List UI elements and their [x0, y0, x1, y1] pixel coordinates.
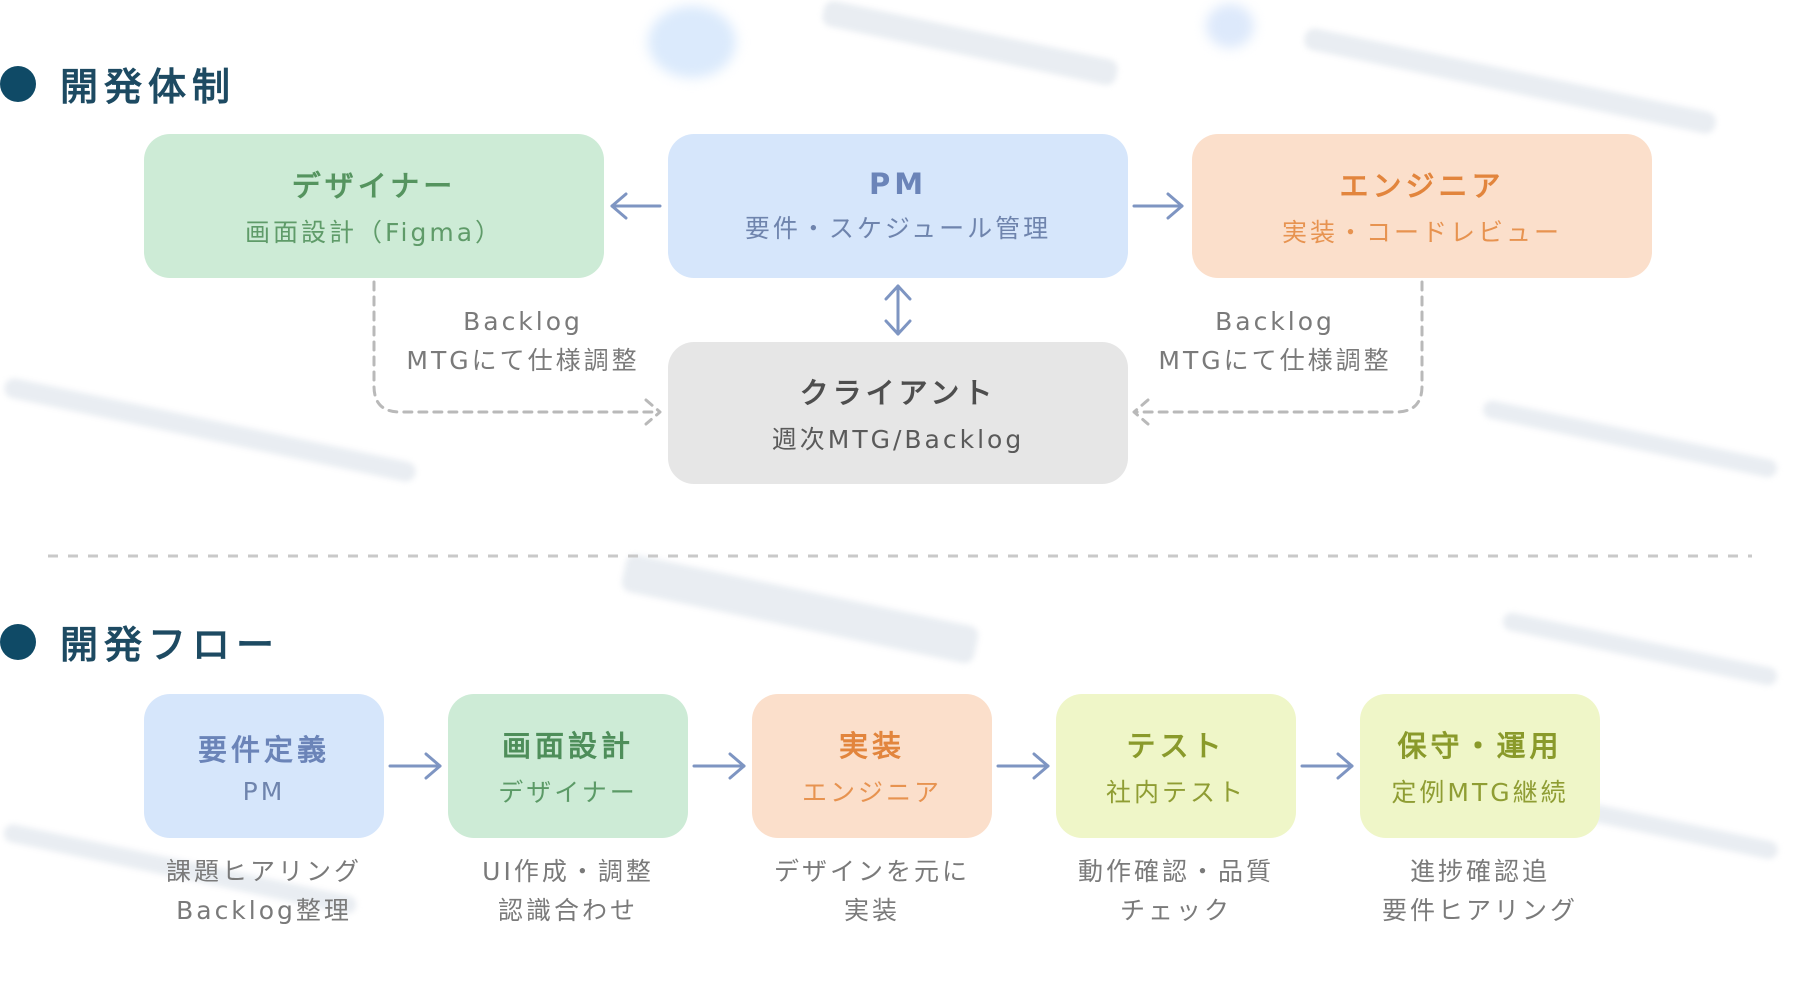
note-line: チェック [1119, 896, 1232, 925]
role-title: クライアント [799, 376, 997, 410]
flow-step-implementation: 実装 エンジニア [752, 694, 992, 838]
note-line: Backlog整理 [176, 896, 352, 925]
flow-arrows [388, 752, 1354, 780]
role-box-client: クライアント 週次MTG/Backlog [668, 342, 1128, 484]
step-title: テスト [1126, 729, 1226, 763]
note-line: 進捗確認追 [1409, 857, 1550, 886]
flow-step-note: 進捗確認追 要件ヒアリング [1340, 852, 1620, 930]
flow-step-requirements: 要件定義 PM [144, 694, 384, 838]
role-box-engineer: エンジニア 実装・コードレビュー [1192, 134, 1652, 278]
dashed-path-engineer-to-client [1132, 280, 1424, 426]
note-line: 動作確認・品質 [1077, 857, 1274, 886]
note-line: UI作成・調整 [482, 857, 654, 886]
flow-step-note: デザインを元に 実装 [732, 852, 1012, 930]
flow-step-testing: テスト 社内テスト [1056, 694, 1296, 838]
role-title: デザイナー [291, 169, 457, 203]
note-line: MTGにて仕様調整 [406, 346, 640, 375]
step-title: 保守・運用 [1397, 729, 1563, 763]
role-description: 実装・コードレビュー [1281, 218, 1562, 247]
flow-step-note: UI作成・調整 認識合わせ [428, 852, 708, 930]
role-box-designer: デザイナー 画面設計（Figma） [144, 134, 604, 278]
connector-note-left: Backlog MTGにて仕様調整 [378, 302, 668, 380]
note-line: 認識合わせ [497, 896, 638, 925]
flow-step-note: 動作確認・品質 チェック [1036, 852, 1316, 930]
role-description: 要件・スケジュール管理 [744, 214, 1052, 243]
step-owner: 社内テスト [1105, 778, 1246, 807]
bullet-dot-icon [0, 623, 36, 660]
note-line: 課題ヒアリング [165, 857, 362, 886]
step-title: 実装 [838, 729, 905, 763]
section-heading-structure: 開発体制 [0, 56, 236, 111]
note-line: 実装 [843, 896, 900, 925]
note-line: Backlog [1215, 307, 1335, 336]
role-title: エンジニア [1339, 169, 1505, 203]
note-line: 要件ヒアリング [1381, 896, 1578, 925]
arrow-pm-to-designer [610, 192, 662, 220]
flow-step-note: 課題ヒアリング Backlog整理 [124, 852, 404, 930]
section-heading-flow: 開発フロー [0, 614, 280, 669]
step-owner: 定例MTG継続 [1391, 778, 1569, 807]
flow-step-screen-design: 画面設計 デザイナー [448, 694, 688, 838]
step-title: 画面設計 [501, 729, 634, 763]
step-owner: PM [242, 776, 286, 806]
arrow-pm-client-bidirectional [884, 284, 912, 336]
role-description: 週次MTG/Backlog [771, 425, 1025, 454]
role-box-pm: PM 要件・スケジュール管理 [668, 134, 1128, 278]
bullet-dot-icon [0, 65, 36, 102]
note-line: Backlog [463, 307, 583, 336]
step-owner: デザイナー [498, 778, 638, 807]
role-description: 画面設計（Figma） [244, 218, 504, 247]
section-heading-text: 開発体制 [60, 65, 237, 109]
flow-step-maintenance: 保守・運用 定例MTG継続 [1360, 694, 1600, 838]
role-title: PM [868, 167, 928, 201]
step-owner: エンジニア [801, 778, 942, 807]
note-line: MTGにて仕様調整 [1158, 346, 1392, 375]
note-line: デザインを元に [773, 857, 970, 886]
step-title: 要件定義 [197, 732, 330, 767]
section-heading-text: 開発フロー [60, 623, 281, 667]
arrow-pm-to-engineer [1132, 192, 1184, 220]
connector-note-right: Backlog MTGにて仕様調整 [1130, 302, 1420, 380]
